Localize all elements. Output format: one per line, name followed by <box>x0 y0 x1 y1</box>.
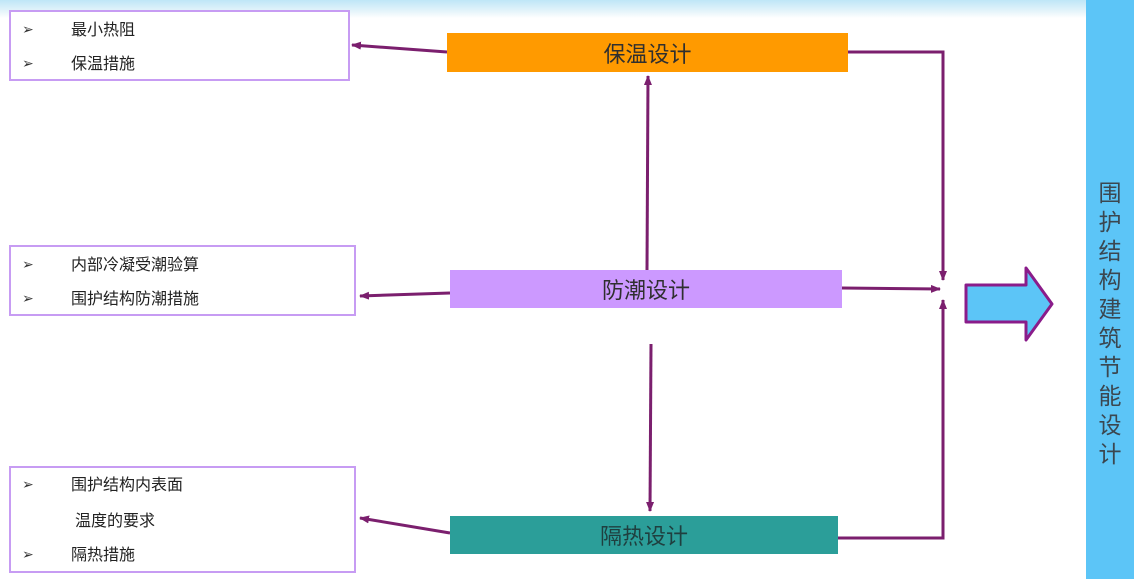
bullet-arrow-icon: ➢ <box>22 547 34 563</box>
connector-insulation-right <box>848 50 947 281</box>
connector-moisture-right <box>841 284 941 293</box>
sidebar-title-char: 护 <box>1098 210 1122 236</box>
bullet-arrow-icon: ➢ <box>22 56 34 72</box>
list-item-text: 隔热措施 <box>71 545 136 564</box>
connector-heat-right <box>838 299 947 540</box>
sidebar-title-char: 能 <box>1098 384 1122 410</box>
big-arrow-icon <box>964 266 1054 342</box>
sidebar-title-char: 结 <box>1098 239 1122 265</box>
bullet-arrow-icon: ➢ <box>22 257 34 273</box>
sidebar-title-char: 围 <box>1098 181 1122 207</box>
list-item-text: 内部冷凝受潮验算 <box>71 255 200 274</box>
list-moisture: ➢ 内部冷凝受潮验算 ➢ 围护结构防潮措施 <box>9 245 356 316</box>
sidebar-title-char: 节 <box>1098 355 1122 381</box>
list-item-text: 最小热阻 <box>71 20 136 39</box>
sidebar-panel <box>1086 0 1134 579</box>
node-heat-design: 隔热设计 <box>450 516 838 554</box>
list-item-text: 围护结构防潮措施 <box>71 289 200 308</box>
sidebar-title-char: 设 <box>1098 413 1122 439</box>
list-insulation: ➢ 最小热阻 ➢ 保温措施 <box>9 10 350 81</box>
list-heat: ➢ 围护结构内表面 温度的要求 ➢ 隔热措施 <box>9 466 356 573</box>
arrow-heat-to-list <box>359 515 451 535</box>
sidebar-title: 围 护 结 构 建 筑 节 能 设 计 <box>1086 180 1134 470</box>
list-item-text: 围护结构内表面 <box>71 475 184 494</box>
list-item-text: 保温措施 <box>71 54 136 73</box>
arrow-moisture-to-list <box>359 291 451 300</box>
arrow-moisture-to-insulation <box>643 75 652 271</box>
list-item-text: 温度的要求 <box>75 511 156 530</box>
sidebar-title-char: 筑 <box>1098 326 1122 352</box>
bullet-arrow-icon: ➢ <box>22 477 34 493</box>
bullet-arrow-icon: ➢ <box>22 22 34 38</box>
arrow-moisture-to-heat <box>646 343 655 512</box>
node-moisture-design: 防潮设计 <box>450 270 842 308</box>
sidebar-title-char: 计 <box>1098 442 1122 468</box>
arrow-insulation-to-list <box>351 41 448 54</box>
node-insulation-design: 保温设计 <box>447 33 848 72</box>
sidebar-title-char: 构 <box>1098 268 1122 294</box>
sidebar-title-char: 建 <box>1098 297 1122 323</box>
bullet-arrow-icon: ➢ <box>22 291 34 307</box>
